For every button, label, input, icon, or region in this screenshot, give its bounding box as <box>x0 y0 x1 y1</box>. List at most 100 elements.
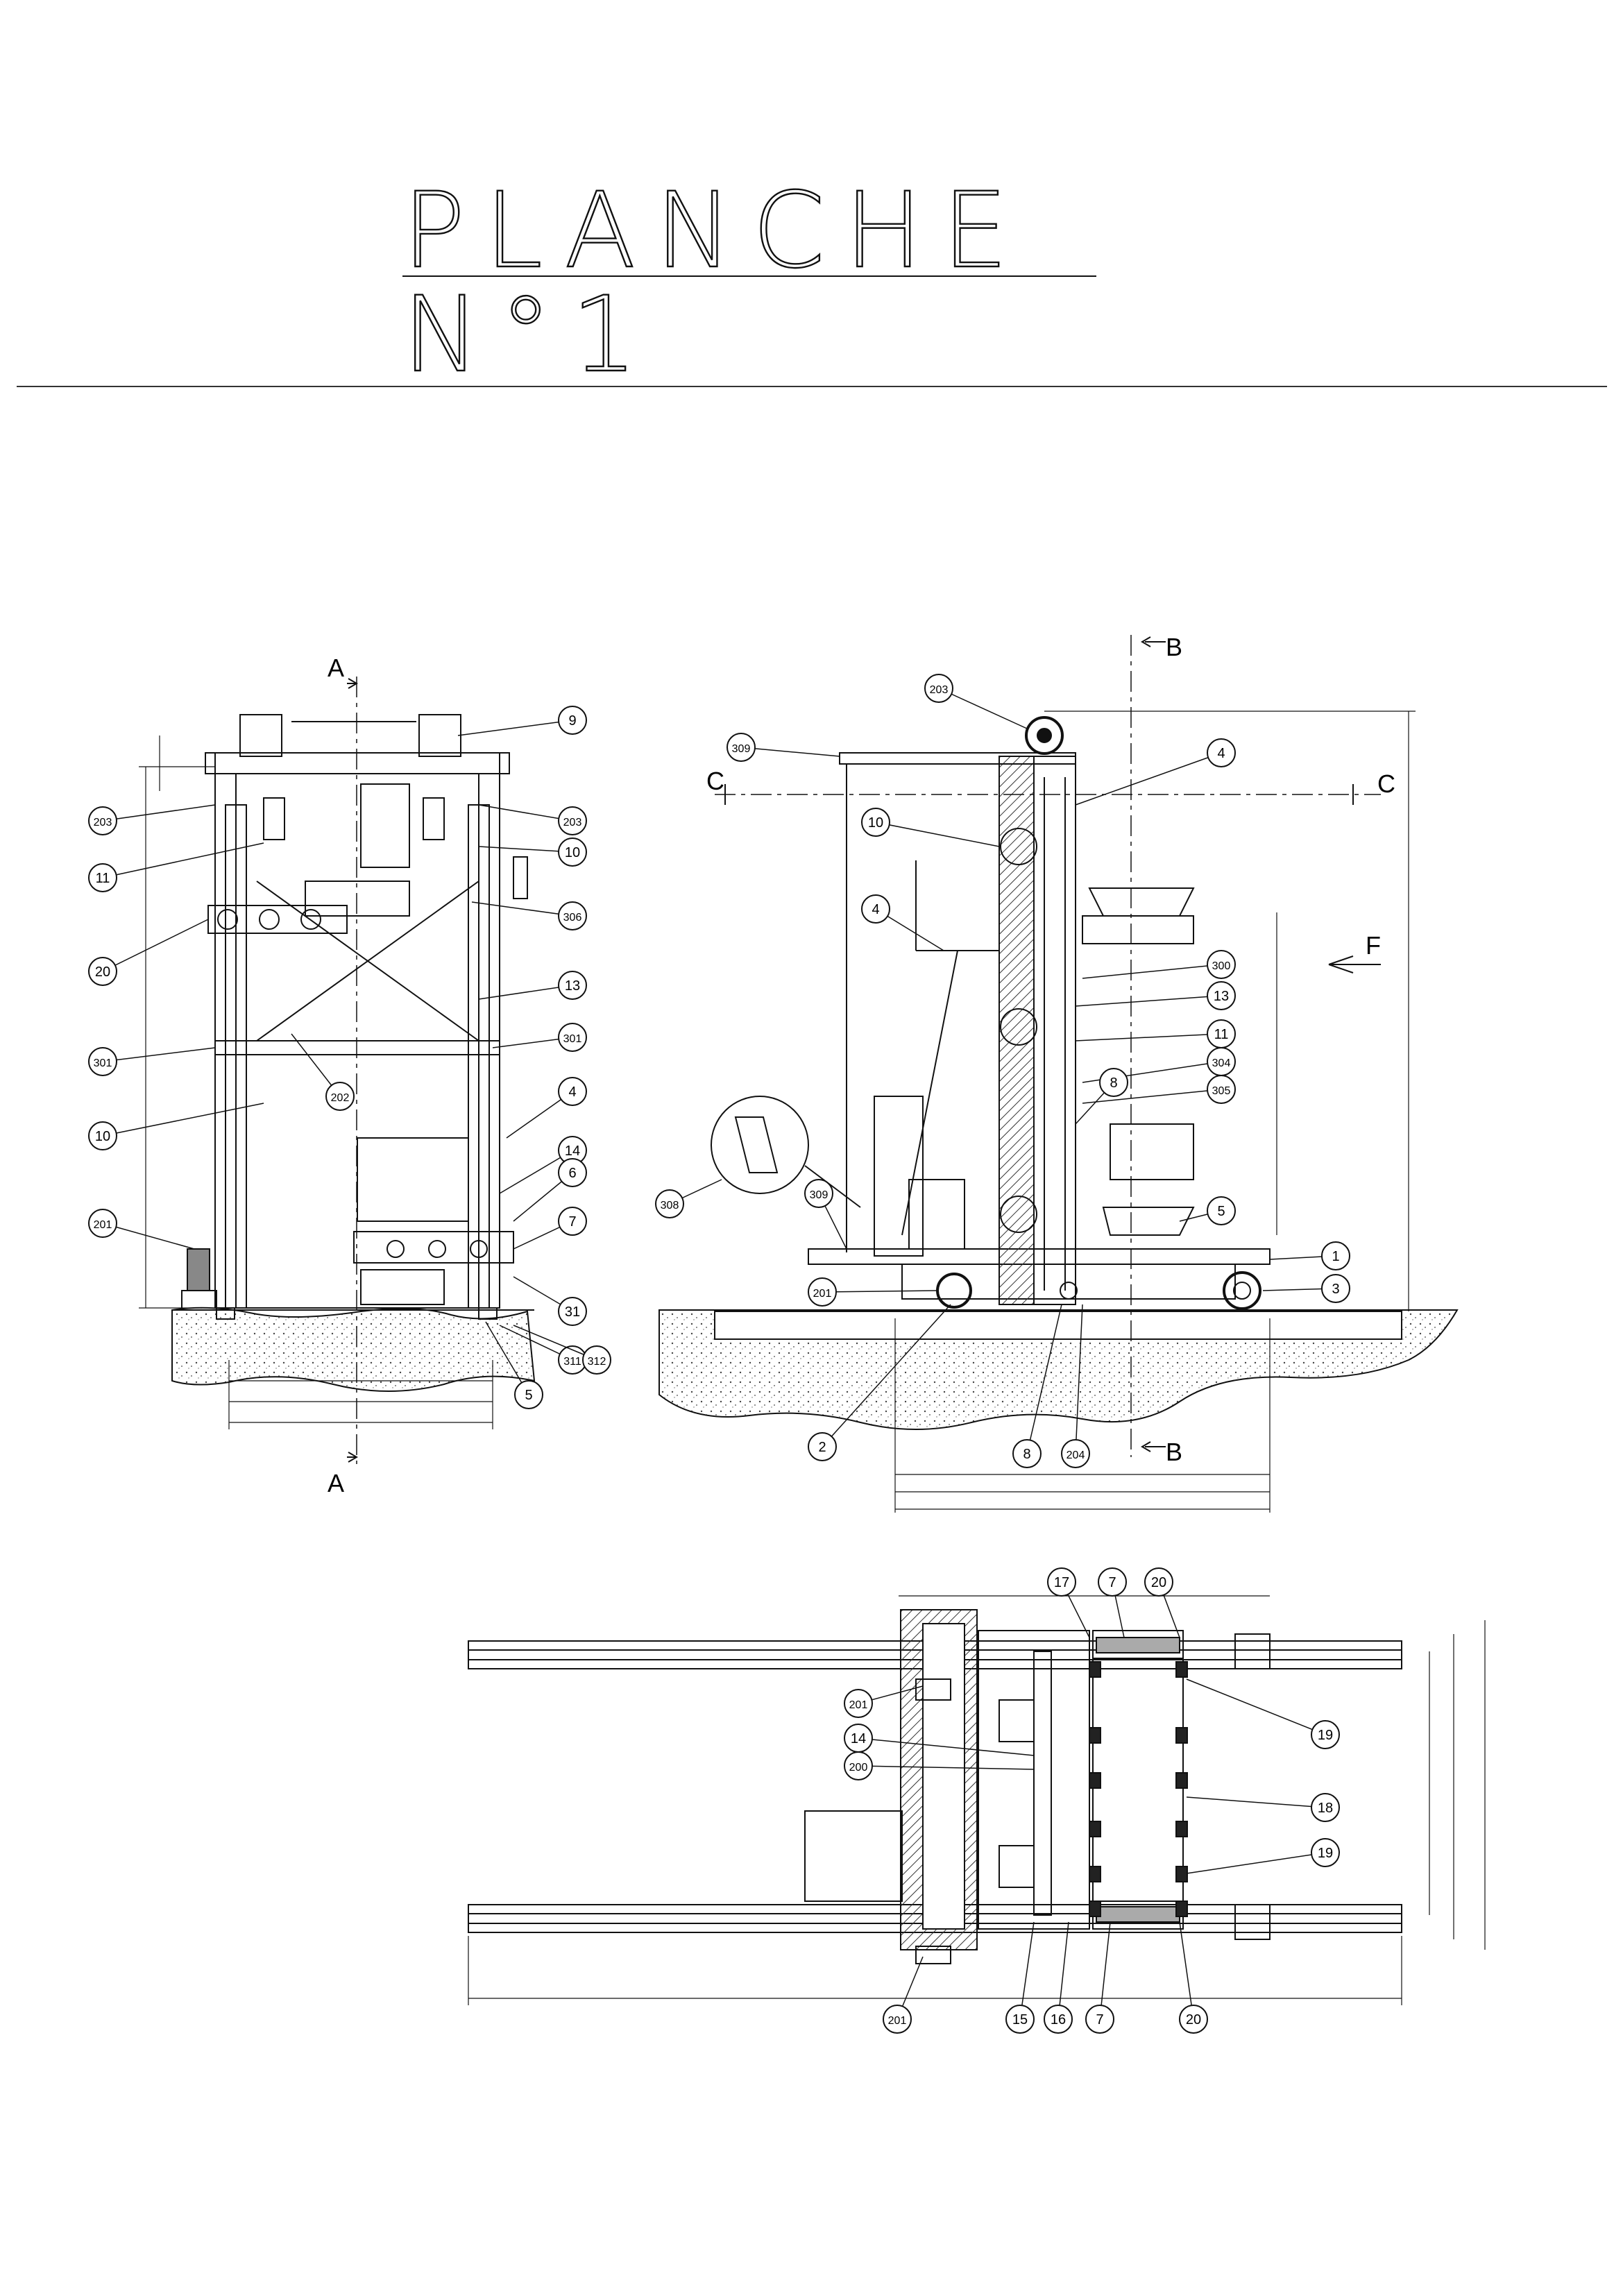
side-section-f: F <box>1366 931 1381 960</box>
callout-circle <box>1311 1720 1340 1749</box>
callout-circle <box>558 1077 587 1106</box>
callout-label: 7 <box>568 1214 576 1230</box>
callout-label: 5 <box>525 1388 532 1403</box>
callout-label: 13 <box>565 978 580 994</box>
side-section-b-bottom: B <box>1166 1438 1182 1466</box>
leader-line <box>822 1290 937 1293</box>
leader-line <box>102 1103 264 1137</box>
callout-13: 13 <box>478 971 587 1000</box>
callout-305: 305 <box>1082 1075 1236 1104</box>
callout-circle <box>1144 1567 1173 1597</box>
callout-circle <box>1207 1196 1236 1225</box>
leader-line <box>740 747 840 757</box>
callout-19: 19 <box>1186 1678 1340 1749</box>
callout-20: 20 <box>1179 1921 1208 2034</box>
callout-203: 203 <box>88 804 216 835</box>
leader-line <box>1186 1678 1326 1735</box>
callout-circle <box>924 674 953 703</box>
callout-13: 13 <box>1075 981 1236 1010</box>
callout-label: 309 <box>810 1189 829 1201</box>
callout-circle <box>558 1297 587 1326</box>
callout-circle <box>514 1380 543 1409</box>
leader-line <box>1075 995 1222 1007</box>
callout-10: 10 <box>88 1103 264 1150</box>
callout-circle <box>1047 1567 1076 1597</box>
callout-label: 16 <box>1051 2012 1066 2027</box>
leader-line <box>478 985 573 1000</box>
callout-label: 309 <box>732 743 751 755</box>
callout-19: 19 <box>1186 1838 1340 1874</box>
callout-9: 9 <box>457 706 587 736</box>
callout-20: 20 <box>88 919 209 986</box>
callout-label: 300 <box>1212 960 1231 972</box>
callout-label: 10 <box>565 845 580 860</box>
callout-circle <box>558 837 587 867</box>
callout-17: 17 <box>1047 1567 1090 1638</box>
callout-18: 18 <box>1186 1793 1340 1822</box>
callout-308: 308 <box>655 1179 722 1218</box>
callout-circle <box>1311 1838 1340 1867</box>
leader-line <box>471 901 573 917</box>
leader-line <box>1075 1304 1083 1454</box>
callout-label: 311 <box>563 1356 581 1368</box>
callout-label: 304 <box>1212 1057 1231 1069</box>
callout-301: 301 <box>492 1023 587 1052</box>
callout-label: 7 <box>1096 2012 1103 2027</box>
callout-15: 15 <box>1005 1921 1035 2034</box>
callout-label: 4 <box>568 1085 576 1100</box>
callout-11: 11 <box>88 842 264 892</box>
callout-label: 17 <box>1054 1575 1069 1590</box>
callout-201: 201 <box>883 1956 924 2034</box>
callout-circle <box>88 863 117 892</box>
callout-label: 19 <box>1318 1728 1333 1743</box>
callout-circle <box>1044 2005 1073 2034</box>
callout-11: 11 <box>1075 1019 1236 1048</box>
callout-circle <box>558 706 587 735</box>
callout-label: 5 <box>1217 1204 1225 1219</box>
callout-circle <box>844 1751 873 1780</box>
callout-label: 3 <box>1332 1282 1339 1297</box>
leader-line <box>1082 964 1222 979</box>
callout-circle <box>1321 1274 1350 1303</box>
callout-circle <box>1099 1068 1128 1097</box>
leader-line <box>457 720 573 736</box>
callout-circle <box>1012 1439 1042 1468</box>
callout-circle <box>88 806 117 835</box>
callout-300: 300 <box>1082 950 1236 979</box>
callout-203: 203 <box>478 804 587 835</box>
callout-label: 8 <box>1023 1447 1030 1462</box>
callout-label: 20 <box>1186 2012 1201 2027</box>
callout-circle <box>861 894 890 924</box>
callout-201: 201 <box>88 1209 195 1250</box>
callout-200: 200 <box>844 1751 1035 1780</box>
callout-label: 201 <box>849 1699 868 1711</box>
callout-7: 7 <box>1085 1921 1114 2034</box>
callout-circle <box>1005 2005 1035 2034</box>
callout-label: 20 <box>95 964 110 980</box>
callout-circle <box>804 1179 833 1208</box>
callout-7: 7 <box>513 1207 587 1250</box>
callout-203: 203 <box>924 674 1028 729</box>
callout-label: 306 <box>563 912 582 924</box>
callout-circle <box>883 2005 912 2034</box>
leader-line <box>1019 1921 1035 2020</box>
callout-10: 10 <box>478 837 587 867</box>
sheet-title: PLANCHE N°1 <box>402 171 1028 396</box>
callout-label: 1 <box>1332 1249 1339 1264</box>
callout-label: 203 <box>930 684 949 696</box>
callout-7: 7 <box>1098 1567 1127 1638</box>
callout-201: 201 <box>844 1685 924 1718</box>
callout-8: 8 <box>1012 1304 1062 1468</box>
callout-label: 4 <box>1217 746 1225 761</box>
callout-14: 14 <box>499 1136 587 1194</box>
callout-306: 306 <box>471 901 587 930</box>
callout-label: 18 <box>1318 1801 1333 1816</box>
callout-202: 202 <box>291 1033 355 1111</box>
callout-circle <box>88 957 117 986</box>
leader-line <box>858 1765 1035 1770</box>
leader-line <box>938 688 1028 729</box>
leader-line <box>1186 1796 1326 1808</box>
callout-circle <box>844 1689 873 1718</box>
